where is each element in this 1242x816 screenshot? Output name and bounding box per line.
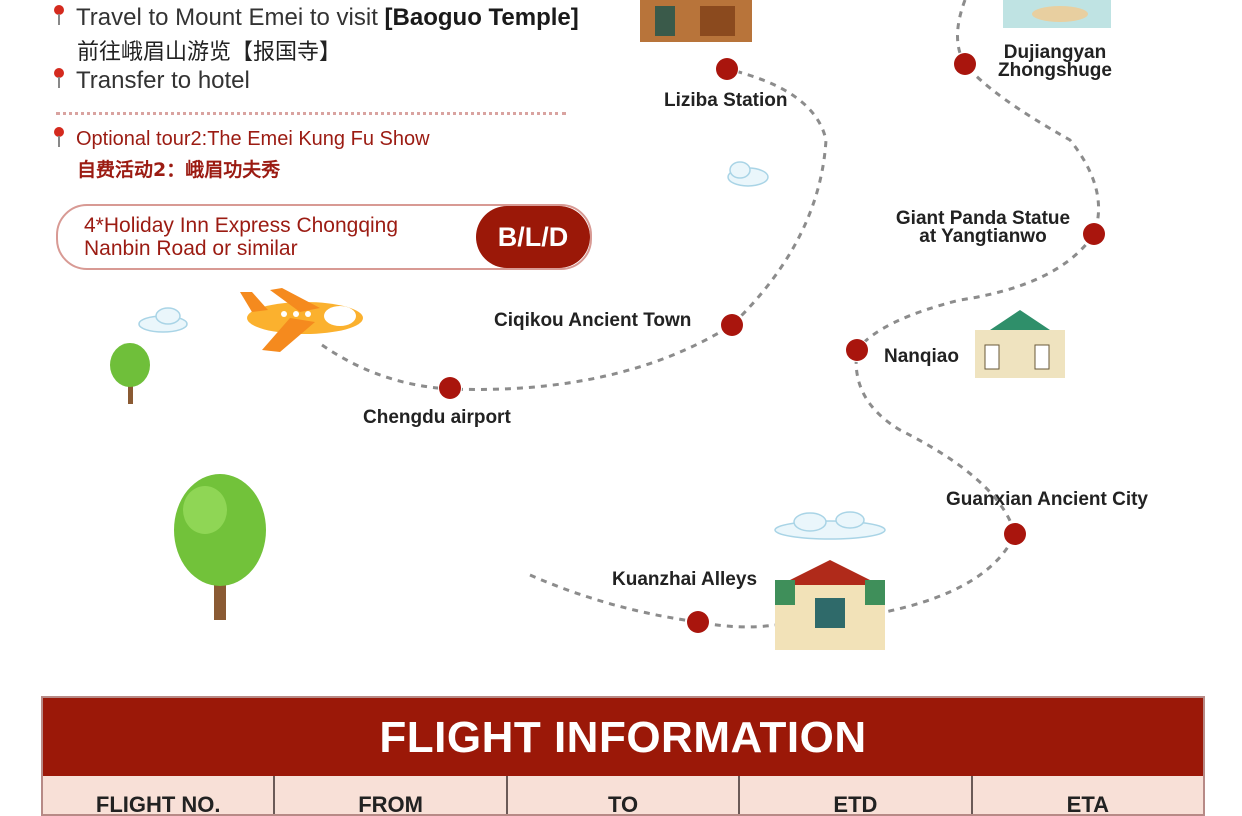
- tree-icon: [174, 474, 266, 620]
- stop-marker-panda-statue: [1083, 223, 1105, 245]
- stop-label-panda-statue: Giant Panda Statue at Yangtianwo: [895, 208, 1071, 247]
- itinerary-highlight: [Baoguo Temple]: [384, 4, 579, 31]
- flight-col-etd: ETD: [738, 776, 970, 814]
- stop-marker-guanxian: [1004, 523, 1026, 545]
- itinerary-item-hotel-transfer: Transfer to hotel: [52, 67, 250, 96]
- route-line: [529, 573, 776, 629]
- tree-icon: [110, 343, 150, 404]
- optional-tour-title: Optional tour2:The Emei Kung Fu Show: [76, 128, 430, 150]
- stop-label-liziba: Liziba Station: [664, 90, 788, 111]
- optional-tour-title-zh: 自费活动2：峨眉功夫秀: [77, 159, 281, 181]
- cloud-icon: [774, 511, 886, 540]
- stop-label-nanqiao: Nanqiao: [884, 346, 959, 367]
- map-pin-icon: [52, 67, 72, 96]
- flight-col-flight-no: FLIGHT NO.: [95, 792, 221, 816]
- stop-marker-liziba: [716, 58, 738, 80]
- kuanzhai-gate-illustration-icon: [775, 560, 885, 650]
- temple-illustration-icon: [640, 0, 752, 42]
- stop-label-airport: Chengdu airport: [363, 407, 511, 428]
- itinerary-text: Travel to Mount Emei to visit: [76, 4, 385, 31]
- section-divider: [56, 112, 566, 115]
- map-pin-icon: [52, 126, 66, 153]
- hotel-name: 4*Holiday Inn Express Chongqing Nanbin R…: [84, 214, 399, 260]
- hotel-card: 4*Holiday Inn Express Chongqing Nanbin R…: [56, 204, 592, 270]
- nanqiao-illustration-icon: [975, 310, 1065, 378]
- stop-marker-ciqikou: [721, 314, 743, 336]
- route-line: [321, 67, 828, 391]
- stop-label-kuanzhai: Kuanzhai Alleys: [612, 569, 758, 590]
- flight-col-to: TO: [505, 776, 738, 814]
- itinerary-item-baoguo: Travel to Mount Emei to visit [Baoguo Te…: [52, 4, 579, 33]
- dujiangyan-illustration-icon: [1003, 0, 1111, 28]
- stop-label-ciqikou: Ciqikou Ancient Town: [494, 310, 692, 331]
- meal-badge: B/L/D: [476, 206, 590, 268]
- itinerary-text: Transfer to hotel: [76, 67, 250, 94]
- stop-marker-dujiangyan: [954, 53, 976, 75]
- itinerary-zh: 前往峨眉山游览【报国寺】: [77, 40, 342, 65]
- stop-label-dujiangyan: Dujiangyan Zhongshuge: [998, 42, 1112, 81]
- flight-table-title: FLIGHT INFORMATION: [43, 698, 1203, 776]
- flight-col-from: FROM: [273, 776, 505, 814]
- map-pin-icon: [52, 4, 72, 33]
- stop-marker-kuanzhai: [687, 611, 709, 633]
- stop-label-guanxian: Guanxian Ancient City: [946, 489, 1148, 510]
- flight-information-table: FLIGHT INFORMATION FLIGHT NO. FROM TO ET…: [41, 696, 1205, 816]
- flight-col-eta: ETA: [970, 776, 1203, 814]
- cloud-icon: [138, 307, 188, 333]
- route-line: [854, 0, 1101, 614]
- airplane-icon: [240, 288, 363, 352]
- stop-marker-nanqiao: [846, 339, 868, 361]
- stop-marker-airport: [439, 377, 461, 399]
- cloud-icon: [727, 161, 769, 187]
- flight-table-header-row: FLIGHT NO. FROM TO ETD ETA: [43, 776, 1203, 816]
